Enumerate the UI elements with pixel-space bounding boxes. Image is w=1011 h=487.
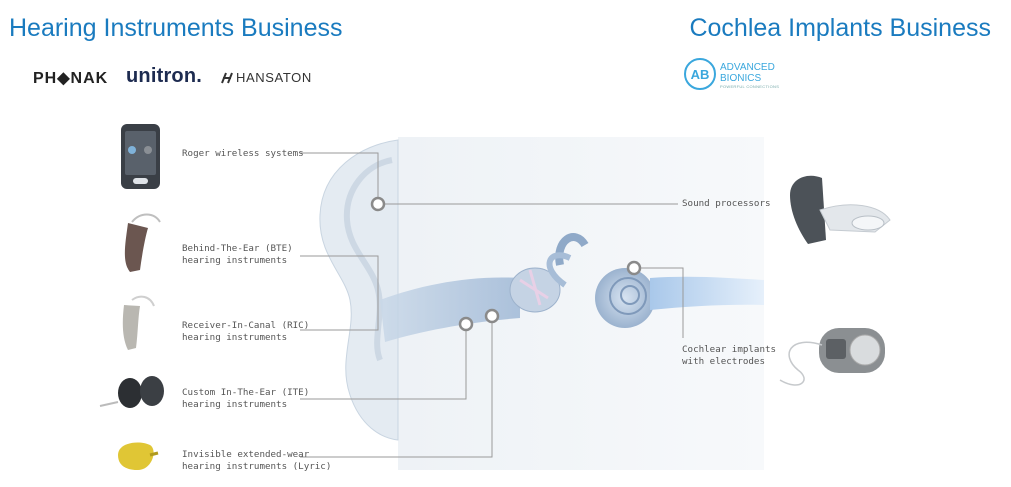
label-ric-line1: Receiver-In-Canal (RIC)	[182, 320, 310, 331]
hansaton-logo: HANSATON	[220, 70, 312, 85]
ear-anatomy-illustration	[319, 137, 764, 470]
bte-hearing-aid-icon	[124, 213, 161, 272]
marker-lyric	[484, 308, 500, 324]
ric-hearing-aid-icon	[122, 295, 155, 350]
phonak-logo: PH◆NAK	[33, 70, 109, 87]
label-sound-processors: Sound processors	[682, 198, 771, 210]
label-roger-line1: Roger wireless systems	[182, 148, 304, 159]
label-cochlear-implants-line1: Cochlear implants	[682, 344, 777, 355]
label-ric: Receiver-In-Canal (RIC) hearing instrume…	[182, 320, 309, 344]
label-ite-line1: Custom In-The-Ear (ITE)	[182, 387, 310, 398]
label-ite-line2: hearing instruments	[182, 399, 288, 410]
hearing-instruments-title: Hearing Instruments Business	[9, 14, 343, 42]
label-bte: Behind-The-Ear (BTE) hearing instruments	[182, 243, 293, 267]
ab-circle-icon: AB	[684, 58, 716, 90]
hansaton-wordmark: HANSATON	[236, 70, 312, 85]
callout-markers	[370, 196, 642, 332]
ite-hearing-aid-icon	[99, 376, 164, 408]
label-bte-line2: hearing instruments	[182, 255, 288, 266]
cochlear-implant-icon	[779, 328, 885, 386]
cochlea-implants-title: Cochlea Implants Business	[689, 14, 991, 42]
leader-lines	[300, 152, 684, 458]
marker-cochlear	[626, 260, 642, 276]
ab-line2: BIONICS	[720, 73, 762, 84]
label-ric-line2: hearing instruments	[182, 332, 288, 343]
label-lyric-line2: hearing instruments (Lyric)	[182, 461, 332, 472]
label-lyric: Invisible extended-wear hearing instrume…	[182, 449, 331, 473]
label-cochlear-implants: Cochlear implants with electrodes	[682, 344, 776, 368]
ab-line1: ADVANCED	[720, 62, 775, 73]
roger-device-icon	[121, 124, 160, 189]
advanced-bionics-logo: AB ADVANCED BIONICS POWERFUL CONNECTIONS	[684, 58, 779, 90]
label-ite: Custom In-The-Ear (ITE) hearing instrume…	[182, 387, 309, 411]
marker-ite	[458, 316, 474, 332]
ab-tagline: POWERFUL CONNECTIONS	[720, 84, 780, 89]
label-roger: Roger wireless systems	[182, 148, 304, 160]
sound-processor-icon	[790, 175, 891, 244]
label-bte-line1: Behind-The-Ear (BTE)	[182, 243, 293, 254]
unitron-logo: unitron.	[126, 65, 203, 87]
label-sound-processors-line1: Sound processors	[682, 198, 771, 209]
marker-roger-bte	[370, 196, 386, 212]
label-cochlear-implants-line2: with electrodes	[682, 356, 765, 367]
hansaton-mark-icon	[221, 72, 233, 83]
label-lyric-line1: Invisible extended-wear	[182, 449, 310, 460]
lyric-hearing-aid-icon	[118, 442, 159, 470]
